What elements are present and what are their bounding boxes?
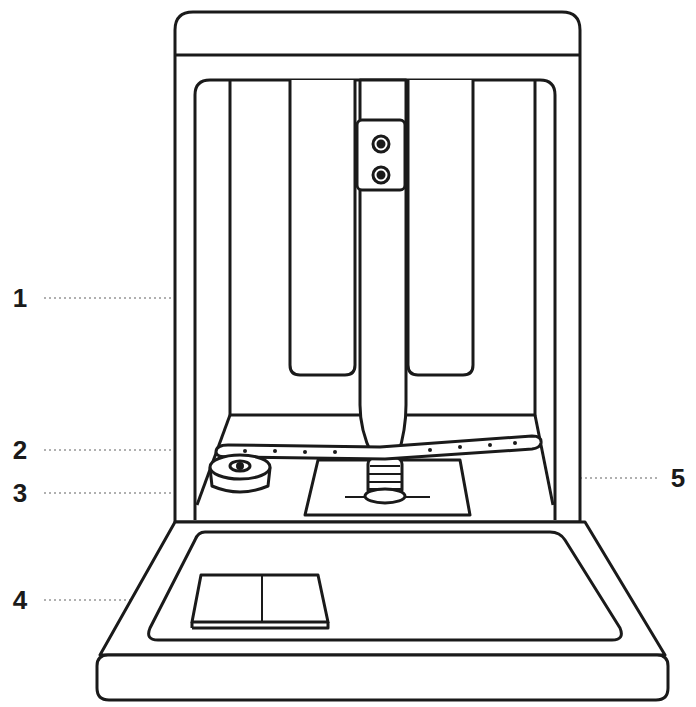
- cabinet-housing: [175, 12, 580, 522]
- dispenser-split: [261, 575, 263, 622]
- filter-cap-center: [230, 461, 250, 471]
- door-bottom-edge: [97, 655, 668, 700]
- back-panel: [290, 80, 355, 375]
- door-inner-panel: [149, 532, 622, 640]
- filter-cap-top: [210, 455, 270, 479]
- filter-cap-dot: [238, 464, 243, 469]
- back-panel: [408, 80, 473, 375]
- detergent-dispenser: [192, 575, 328, 622]
- callout-number: 3: [13, 480, 27, 506]
- spray-holes: [243, 441, 517, 454]
- callout-number: 1: [13, 285, 27, 311]
- callout-number: 2: [13, 437, 27, 463]
- hub-ribs: [369, 466, 401, 489]
- dispenser-edge: [192, 622, 328, 628]
- callout-number: 4: [13, 587, 27, 613]
- hub-base: [365, 489, 405, 503]
- callout-number: 5: [671, 465, 685, 491]
- tube-connector: [357, 120, 405, 190]
- lower-spray-arm: [216, 436, 541, 459]
- connector-port-center: [378, 172, 384, 178]
- door: [100, 522, 665, 655]
- top-panel-line: [175, 54, 580, 57]
- connector-port-center: [378, 141, 384, 147]
- tub-outline: [195, 80, 555, 520]
- connector-port: [373, 167, 389, 183]
- tub-floor-edge: [535, 415, 553, 505]
- connector-port: [373, 136, 389, 152]
